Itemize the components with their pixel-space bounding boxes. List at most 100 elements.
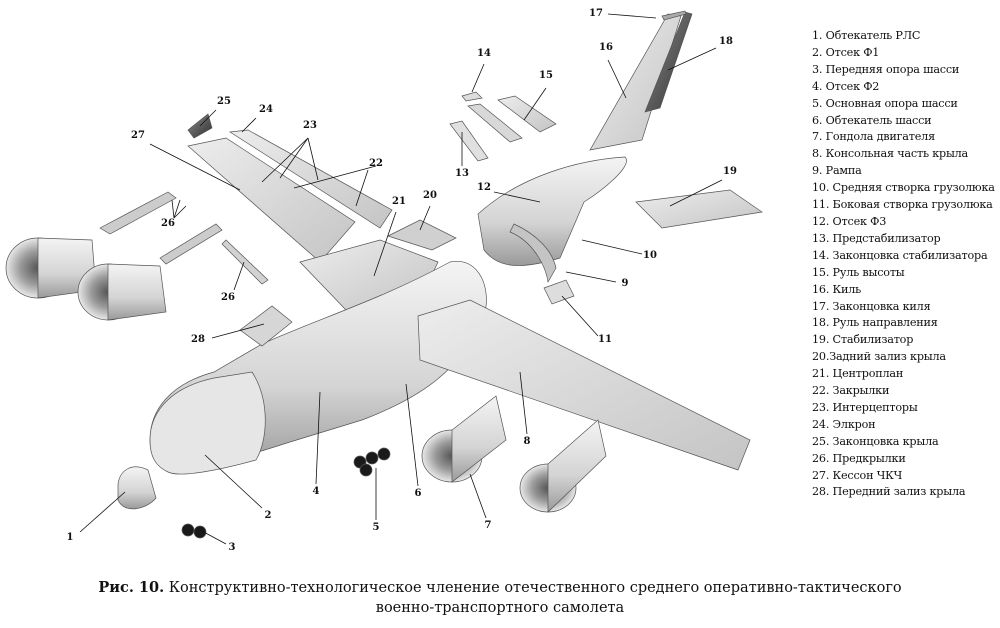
callout-number: 22: [369, 158, 383, 169]
callout-number: 2: [265, 510, 272, 521]
slat-part-3: [221, 239, 269, 285]
leader-line: [667, 47, 717, 71]
legend-item: 15. Руль высоты: [812, 265, 905, 279]
callout-number: 20: [423, 190, 437, 201]
leader-line: [471, 63, 485, 93]
callout-number: 26: [221, 292, 235, 303]
nose-landing-gear: [181, 523, 207, 539]
elevator-part-2: [467, 103, 523, 143]
leader-line: [173, 205, 187, 219]
legend-item: 5. Основная опора шасси: [812, 96, 958, 110]
legend-item: 9. Рампа: [812, 164, 862, 178]
callout-number: 9: [622, 278, 629, 289]
callout-number: 23: [303, 120, 317, 131]
legend-item: 19. Стабилизатор: [812, 333, 914, 347]
callout-number: 17: [589, 8, 603, 19]
figure-caption: Рис. 10. Конструктивно-технологическое ч…: [0, 578, 1000, 618]
caption-label: Рис. 10.: [98, 579, 165, 596]
legend-item: 20.Задний зализ крыла: [812, 350, 946, 364]
legend-item: 4. Отсек Ф2: [812, 79, 880, 93]
legend-item: 10. Средняя створка грузолюка: [812, 181, 995, 195]
leader-line: [293, 165, 377, 189]
leader-line: [405, 383, 419, 487]
leader-line: [493, 191, 541, 203]
leader-line: [469, 473, 487, 519]
callout-number: 1: [67, 532, 74, 543]
rear-fuselage: [477, 156, 627, 266]
exploded-aircraft-diagram: 1234567891011121314151617181920212223242…: [5, 8, 763, 553]
leader-line: [261, 137, 309, 183]
leader-line: [279, 137, 309, 179]
leader-line: [523, 87, 547, 121]
callout-number: 13: [455, 168, 469, 179]
rudder-part: [644, 11, 693, 113]
leader-line: [669, 179, 723, 207]
legend-item: 24. Элкрон: [812, 417, 876, 431]
front-wing-fillet: [239, 305, 293, 347]
left-wing-panel: [187, 137, 356, 263]
fin-tip-part: [661, 10, 687, 21]
prestabilizer-part: [449, 120, 489, 162]
engine-right-outer-nacelle: [547, 419, 607, 513]
nose-radome: [117, 466, 157, 510]
callout-number: 26: [161, 218, 175, 229]
callout-number: 15: [539, 70, 553, 81]
leader-line: [171, 199, 175, 219]
caption-line-1: Конструктивно-технологическое членение о…: [168, 580, 902, 596]
legend-item: 27. Кессон ЧКЧ: [812, 468, 903, 482]
leader-line: [581, 239, 643, 255]
callout-number: 28: [191, 334, 205, 345]
legend-item: 2. Отсек Ф1: [812, 45, 880, 59]
leader-line: [199, 529, 227, 545]
slat-part: [99, 191, 177, 235]
slat-part-2: [159, 223, 223, 265]
legend-item: 16. Киль: [812, 282, 862, 296]
callout-number: 19: [723, 166, 737, 177]
legend-item: 8. Консольная часть крыла: [812, 147, 969, 161]
callout-number: 11: [598, 334, 612, 345]
callout-number: 6: [415, 488, 422, 499]
legend-item: 11. Боковая створка грузолюка: [812, 198, 993, 212]
callout-number: 18: [719, 36, 733, 47]
legend-item: 17. Законцовка киля: [812, 299, 931, 313]
callout-number: 10: [643, 250, 657, 261]
callout-number: 7: [485, 520, 492, 531]
right-wing: [417, 299, 751, 471]
stab-tip-part: [461, 91, 483, 102]
caption-line-2: военно-транспортного самолета: [375, 600, 625, 616]
legend-item: 25. Законцовка крыла: [812, 434, 939, 448]
callout-number: 21: [392, 196, 406, 207]
legend-item: 23. Интерцепторы: [812, 400, 918, 414]
legend-item: 13. Предстабилизатор: [812, 231, 941, 245]
legend-item: 21. Центроплан: [812, 367, 904, 381]
callout-number: 5: [373, 522, 380, 533]
main-landing-gear: [353, 447, 391, 477]
elevator-part: [497, 95, 557, 133]
cargo-side-door: [543, 279, 575, 305]
leader-line: [355, 169, 369, 207]
legend-item: 3. Передняя опора шасси: [812, 62, 960, 76]
leader-line: [199, 109, 217, 127]
callout-number: 16: [599, 42, 613, 53]
callout-number: 27: [131, 130, 145, 141]
legend-item: 18. Руль направления: [812, 316, 938, 330]
leader-line: [204, 454, 263, 509]
callout-number: 12: [477, 182, 491, 193]
callout-number: 3: [229, 542, 236, 553]
leader-line: [565, 271, 617, 283]
aileron-flap-strip: [228, 129, 393, 229]
legend-item: 14. Законцовка стабилизатора: [812, 248, 988, 262]
cargo-ramp: [509, 223, 557, 284]
leader-line: [419, 205, 431, 231]
leader-line: [233, 261, 245, 291]
leader-line: [149, 143, 241, 191]
leader-line: [315, 391, 321, 485]
legend-item: 26. Предкрылки: [812, 451, 906, 465]
callout-number: 14: [477, 48, 491, 59]
leader-line: [373, 211, 397, 277]
legend-item: 12. Отсек Ф3: [812, 214, 887, 228]
leader-line: [607, 59, 627, 99]
leader-line: [519, 371, 528, 435]
leader-line: [607, 13, 657, 19]
